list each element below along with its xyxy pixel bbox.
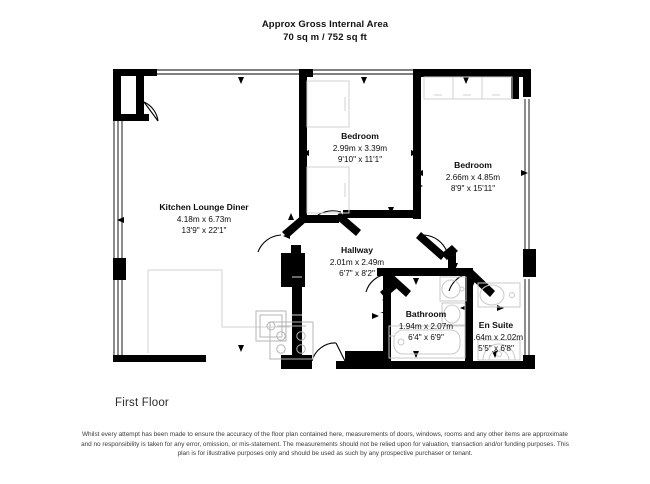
room-name-hallway: Hallway (341, 245, 373, 255)
structural-walls (113, 69, 536, 369)
ensuite-toilet-icon (477, 282, 521, 308)
room-name-bathroom: Bathroom (406, 309, 447, 319)
room-metric-bathroom: 1.94m x 2.07m (399, 322, 453, 331)
disclaimer-text: Whilst every attempt has been made to en… (81, 431, 569, 458)
room-imperial-en-suite: 5'5" x 6'8" (478, 344, 514, 353)
room-imperial-bathroom: 6'4" x 6'9" (408, 333, 444, 342)
room-metric-kitchen: 4.18m x 6.73m (177, 215, 231, 224)
room-metric-bedroom-1: 2.99m x 3.39m (333, 144, 387, 153)
room-imperial-bedroom-1: 9'10" x 11'1" (338, 155, 382, 164)
room-name-bedroom-2: Bedroom (454, 160, 492, 170)
toilet-icon (441, 302, 466, 326)
room-metric-en-suite: 1.64m x 2.02m (469, 333, 523, 342)
floor-level-label: First Floor (115, 397, 169, 409)
room-label-bedroom-1: Bedroom 2.99m x 3.39m 9'10" x 11'1" (333, 131, 387, 164)
plan-header: Approx Gross Internal Area 70 sq m / 752… (0, 18, 650, 44)
room-label-en-suite: En Suite 1.64m x 2.02m 5'5" x 6'8" (469, 320, 523, 353)
floor-plan-drawing: Kitchen Lounge Diner 4.18m x 6.73m 13'9"… (0, 55, 650, 385)
room-metric-bedroom-2: 2.66m x 4.85m (446, 173, 500, 182)
bedroom-wardrobes (306, 76, 513, 214)
bathtub-icon (388, 325, 466, 359)
ensuite-fixtures (477, 282, 521, 361)
gross-internal-area-value: 70 sq m / 752 sq ft (283, 32, 367, 43)
room-imperial-kitchen: 13'9" x 22'1" (182, 226, 227, 235)
room-imperial-bedroom-2: 8'9" x 15'11" (451, 184, 495, 193)
room-metric-hallway: 2.01m x 2.49m (330, 258, 384, 267)
kitchen-fixtures (147, 269, 314, 360)
room-label-bedroom-2: Bedroom 2.66m x 4.85m 8'9" x 15'11" (446, 160, 500, 193)
room-label-kitchen-lounge-diner: Kitchen Lounge Diner 4.18m x 6.73m 13'9"… (159, 202, 249, 235)
room-name-en-suite: En Suite (479, 320, 514, 330)
sink-icon (255, 310, 287, 342)
hallway-angled-walls (282, 212, 495, 298)
room-label-bathroom: Bathroom 1.94m x 2.07m 6'4" x 6'9" (399, 309, 453, 342)
room-name-bedroom-1: Bedroom (341, 131, 379, 141)
room-label-hallway: Hallway 2.01m x 2.49m 6'7" x 8'2" (330, 245, 384, 278)
room-imperial-hallway: 6'7" x 8'2" (339, 269, 375, 278)
basin-icon (439, 276, 467, 302)
shower-icon (477, 339, 521, 361)
bathroom-fixtures (388, 276, 467, 359)
gross-internal-area-label: Approx Gross Internal Area (261, 19, 389, 30)
room-name-kitchen: Kitchen Lounge Diner (159, 202, 249, 212)
window-glazing (113, 69, 530, 357)
